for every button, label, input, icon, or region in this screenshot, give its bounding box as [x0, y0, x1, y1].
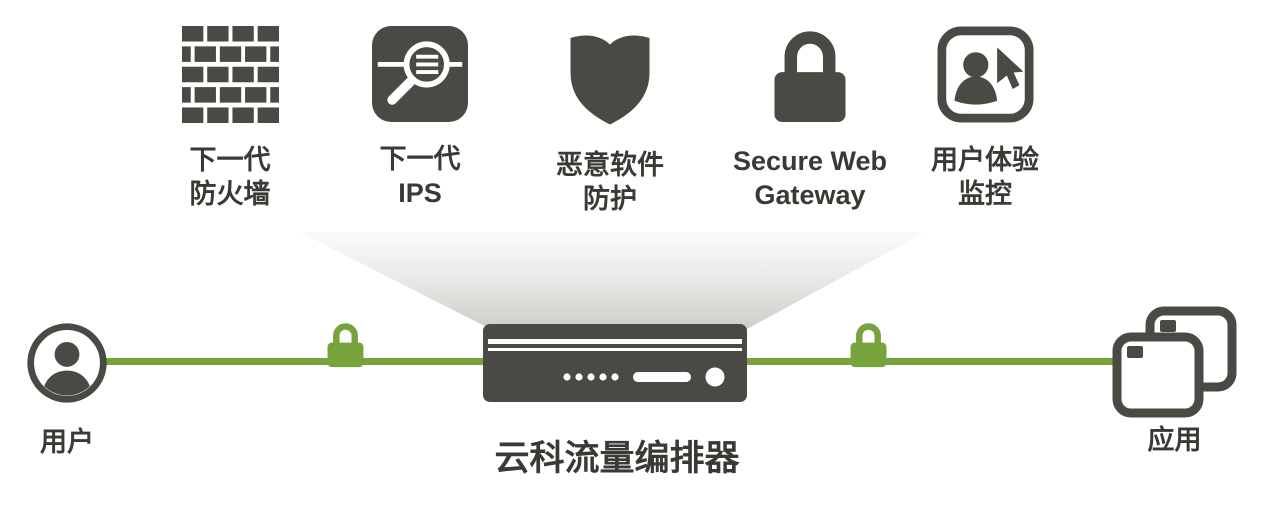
- orchestrator-appliance-icon: [483, 324, 747, 402]
- service-label-malware: 恶意软件 防护: [556, 148, 664, 216]
- service-label-ngfw: 下一代 防火墙: [190, 143, 271, 211]
- service-label-line2: IPS: [398, 178, 442, 208]
- orchestrator-label: 云科流量编排器: [494, 439, 740, 478]
- lock-icon: [774, 31, 846, 123]
- service-swg: Secure Web Gateway: [715, 26, 905, 212]
- service-label-line2: 防火墙: [189, 179, 271, 209]
- service-label-line1: Secure Web: [732, 146, 888, 176]
- firewall-bricks-icon: [181, 26, 279, 123]
- service-label-swg: Secure Web Gateway: [733, 144, 887, 212]
- green-lock-icon: [327, 323, 364, 368]
- service-label-line2: 防护: [583, 184, 637, 214]
- shield-icon: [570, 35, 650, 125]
- user-label: 用户: [40, 427, 94, 457]
- service-label-line1: 下一代: [379, 144, 461, 174]
- service-label-uem: 用户体验 监控: [931, 143, 1039, 211]
- service-uem: 用户体验 监控: [890, 26, 1080, 211]
- user-monitor-cursor-icon: [936, 26, 1034, 123]
- green-lock-icon: [850, 323, 887, 368]
- service-ngfw: 下一代 防火墙: [135, 26, 325, 211]
- service-label-line1: 用户体验: [931, 145, 1039, 175]
- funnel-shape: [299, 232, 926, 332]
- service-label-ips: 下一代 IPS: [380, 142, 461, 210]
- service-label-line2: Gateway: [754, 180, 866, 210]
- apps-label: 应用: [1147, 425, 1202, 455]
- service-malware-protection: 恶意软件 防护: [515, 26, 705, 216]
- service-ips: 下一代 IPS: [325, 26, 515, 210]
- service-label-line1: 恶意软件: [556, 150, 664, 180]
- user-icon: [27, 323, 107, 403]
- apps-windows-icon: [1112, 306, 1237, 418]
- ips-magnifier-icon: [372, 26, 468, 122]
- service-label-line2: 监控: [958, 179, 1012, 209]
- service-label-line1: 下一代: [189, 145, 271, 175]
